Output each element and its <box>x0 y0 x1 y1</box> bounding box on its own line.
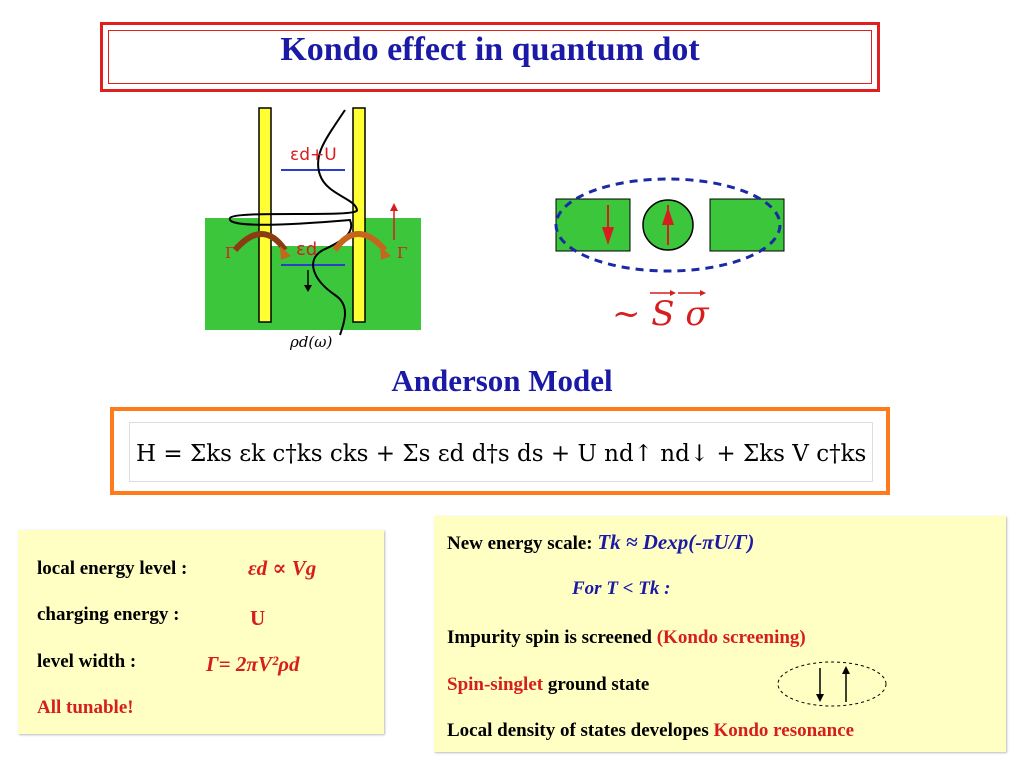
dos-curve <box>228 109 359 336</box>
hamiltonian-equation: H = Σks εk c†ks cks + Σs εd d†s ds + U n… <box>129 422 969 482</box>
hamiltonian-box: H = Σks εk c†ks cks + Σs εd d†s ds + U n… <box>110 407 969 495</box>
slide-title: Kondo effect in quantum dot <box>280 31 700 68</box>
label-rho: ρd(ω) <box>289 333 333 351</box>
label-gamma-left: Γ <box>225 244 235 262</box>
kondo-scale-box: New energy scale: Tk ≈ Dexp(-πU/Γ) For T… <box>434 516 1006 752</box>
singlet-spin-diagram <box>777 661 887 707</box>
local-energy-formula: εd ∝ Vg <box>248 556 317 580</box>
tunnel-arrow-right <box>332 231 388 253</box>
temperature-condition: For T < Tk : <box>572 578 671 599</box>
charging-energy-label: charging energy : <box>37 604 180 625</box>
kondo-resonance-highlight: Kondo resonance <box>713 720 855 741</box>
screening-highlight: (Kondo screening) <box>656 627 806 648</box>
energy-scale-label: New energy scale <box>447 533 587 554</box>
singlet-ellipse <box>777 661 887 707</box>
hamiltonian-text: H = Σks εk c†ks cks + Σs εd d†s ds + U n… <box>136 441 872 467</box>
all-tunable-text: All tunable! <box>37 697 134 718</box>
title-box: Kondo effect in quantum dot <box>100 22 880 92</box>
level-width-label: level width : <box>37 651 137 672</box>
right-barrier <box>352 107 366 323</box>
charging-energy-value: U <box>250 606 266 630</box>
quantum-dot-diagram: εd+U εd Γ Γ ρd(ω) <box>205 107 421 351</box>
screening-text: Impurity spin is screened <box>447 627 652 648</box>
label-s-sigma: ~ S σ <box>612 294 709 334</box>
title-inner-border <box>108 30 872 84</box>
energy-scale-formula: Tk ≈ Dexp(-πU/Γ) <box>597 530 755 554</box>
spin-screening-diagram: ~ S σ <box>554 177 785 334</box>
anderson-model-title: Anderson Model <box>391 363 613 398</box>
parameters-box: local energy level : εd ∝ Vg charging en… <box>18 530 384 734</box>
center-region <box>275 246 355 330</box>
screening-cloud <box>554 177 782 273</box>
ldos-text: Local density of states developes <box>447 720 709 741</box>
local-energy-label: local energy level : <box>37 558 188 579</box>
label-ed: εd <box>296 239 317 260</box>
singlet-text: ground state <box>547 674 650 695</box>
label-ed-plus-u: εd+U <box>290 145 337 165</box>
label-gamma-right: Γ <box>397 244 407 262</box>
level-width-formula: Γ= 2πV²ρd <box>206 652 300 676</box>
singlet-highlight: Spin-singlet <box>447 674 544 695</box>
tunnel-arrow-left <box>232 231 288 253</box>
